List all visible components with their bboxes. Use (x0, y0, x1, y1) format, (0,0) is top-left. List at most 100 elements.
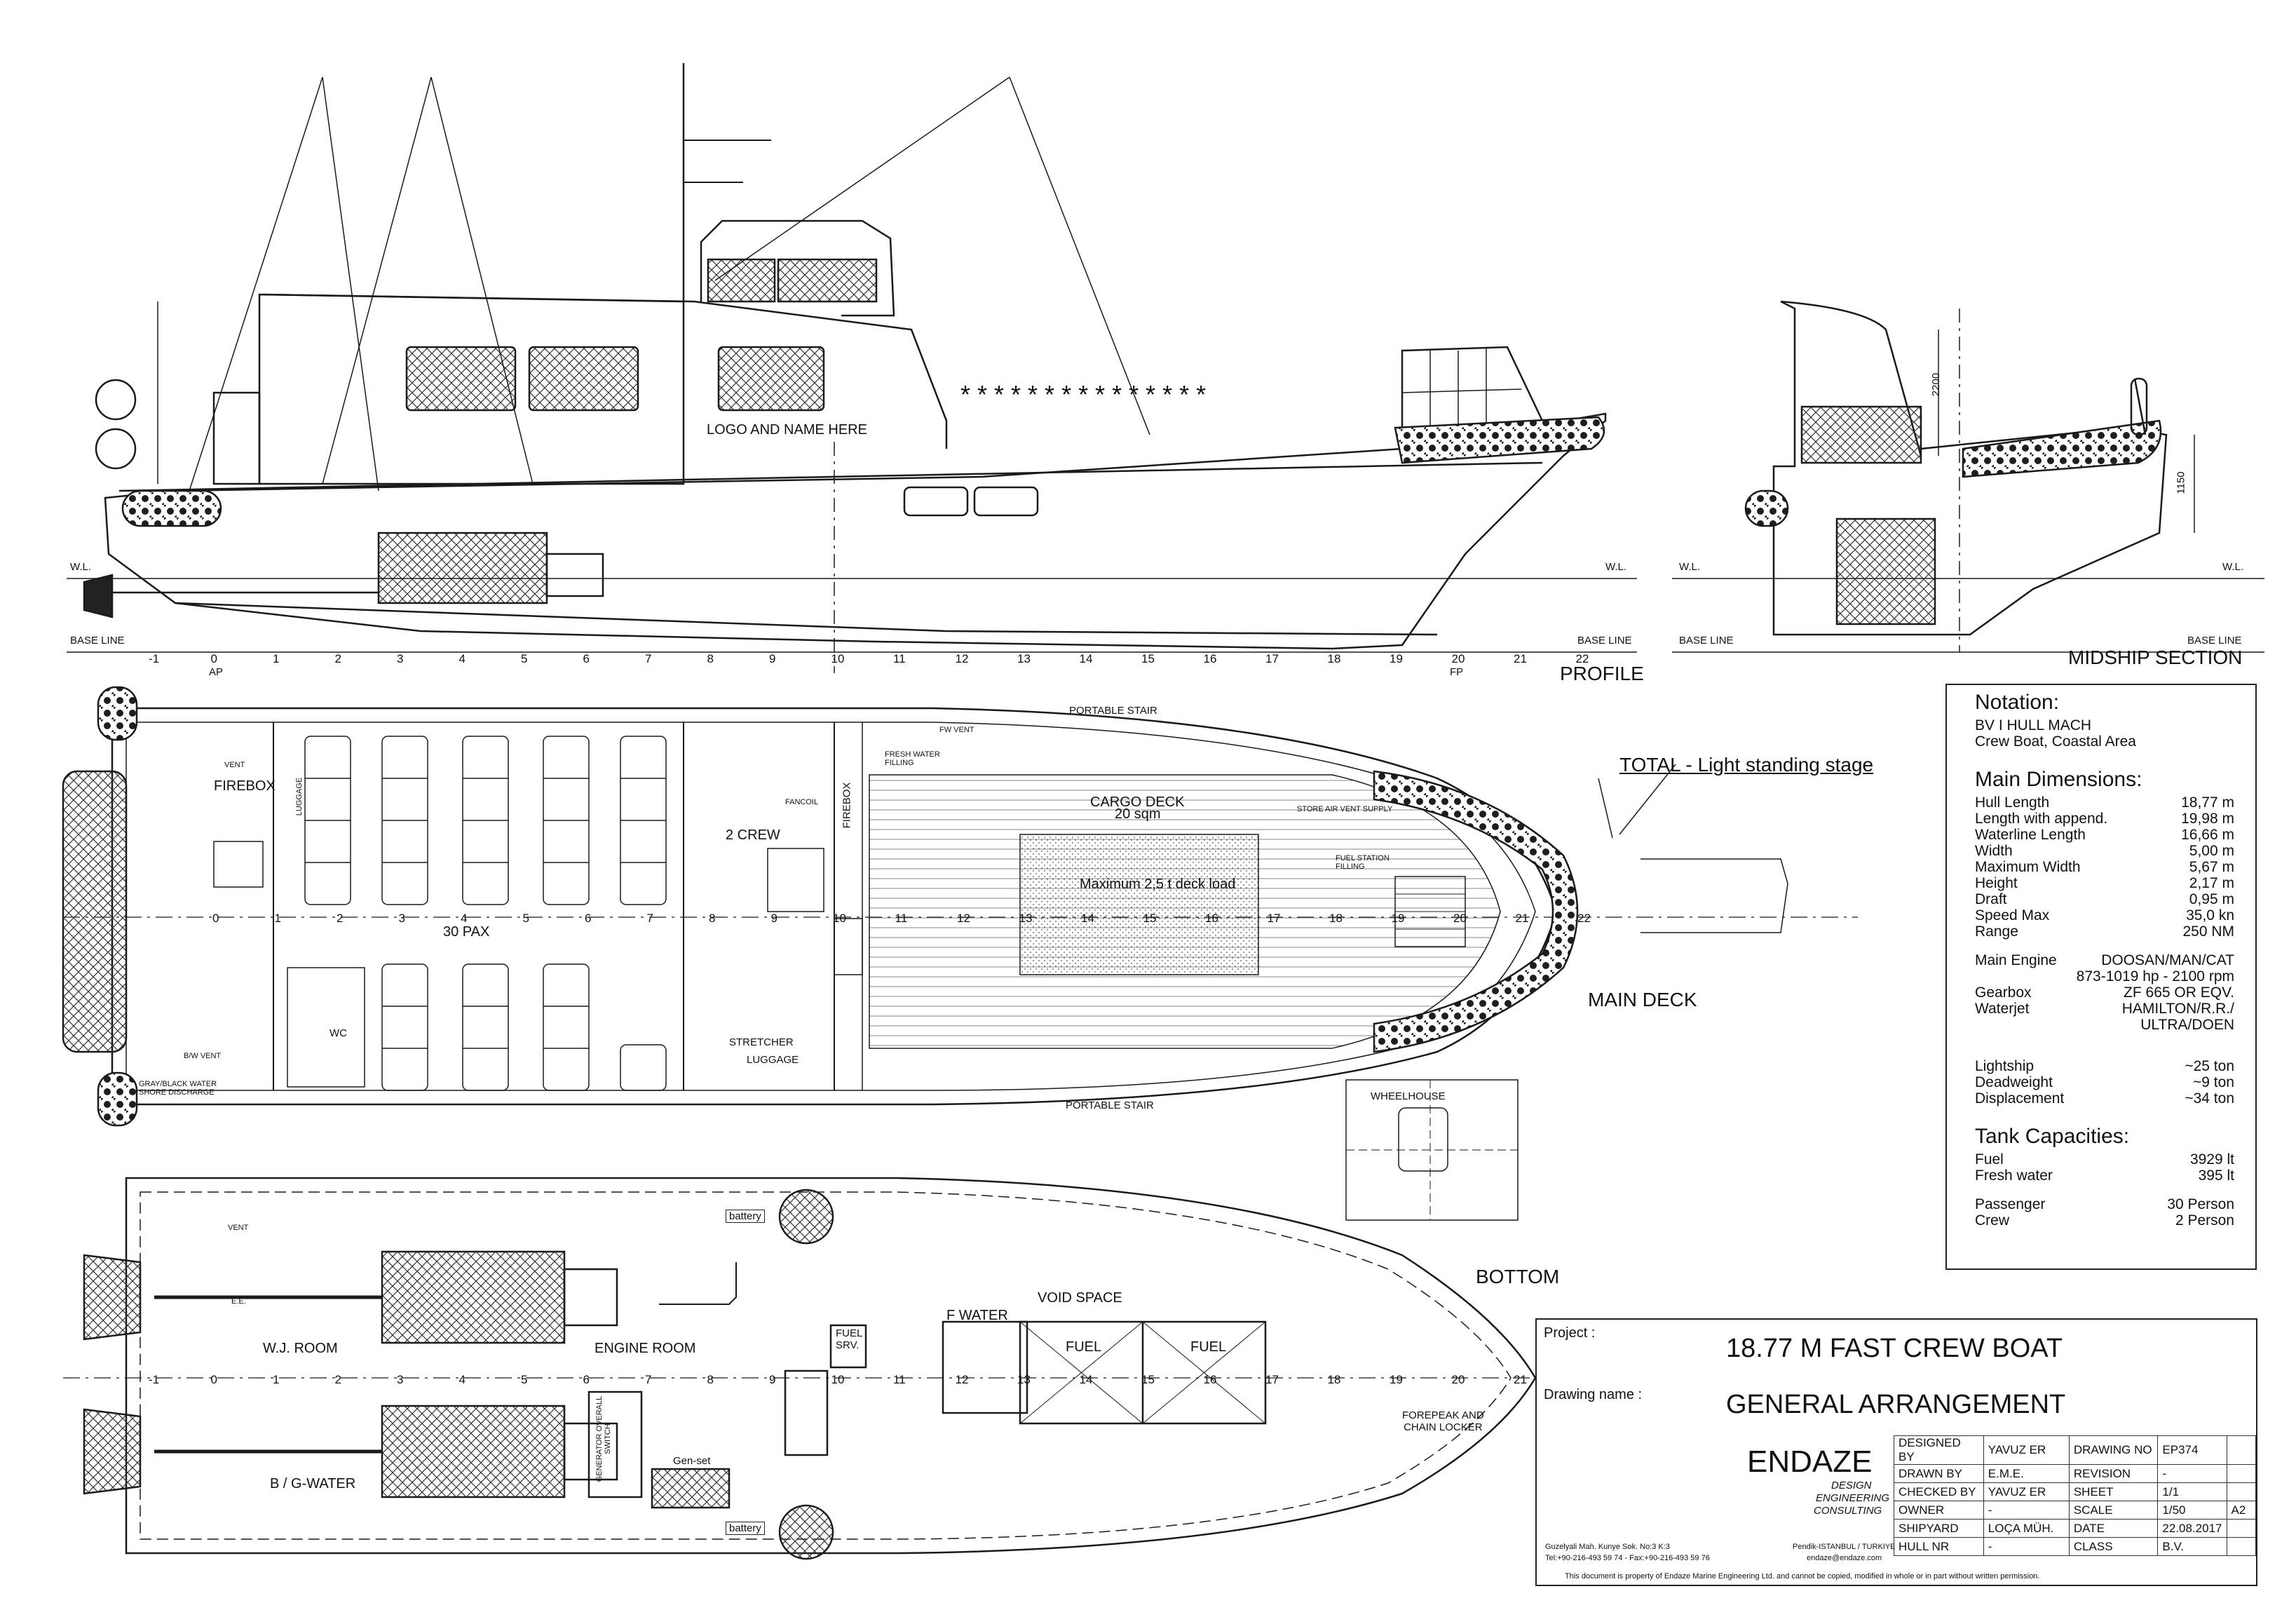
title-block-cell: YAVUZ ER (1983, 1435, 2070, 1465)
vent-label-stern: VENT (224, 761, 245, 769)
title-block-cell: DRAWN BY (1894, 1464, 1984, 1483)
bottom-frame-9: 9 (769, 1373, 776, 1386)
dimension-value: 2,17 m (2189, 875, 2234, 891)
machinery-value: DOOSAN/MAN/CAT (2101, 952, 2234, 968)
bottom-frame-2: 2 (334, 1373, 341, 1386)
midship-dim-1150: 1150 (2175, 471, 2187, 494)
title-block-cell: - (1983, 1537, 2070, 1556)
bottom-frame-8: 8 (707, 1373, 714, 1386)
deck-frame-15: 15 (1143, 912, 1157, 925)
notation-class-line-2: Crew Boat, Coastal Area (1975, 733, 2136, 750)
deck-frame-5: 5 (522, 912, 529, 925)
title-block-cell: 1/50 (2157, 1501, 2227, 1520)
fuel-tank-2-label: FUEL (1190, 1339, 1227, 1355)
profile-frame-12: 12 (955, 652, 969, 665)
logo-placeholder-label: LOGO AND NAME HERE (707, 422, 867, 438)
weight-value: ~34 ton (2185, 1090, 2234, 1107)
drawing-name-label: Drawing name : (1544, 1387, 1643, 1402)
bottom-frame-5: 5 (521, 1373, 528, 1386)
profile-frame-8: 8 (707, 652, 714, 665)
profile-fp-label: FP (1450, 666, 1464, 678)
title-block-cell: LOÇA MÜH. (1983, 1519, 2070, 1538)
deck-frame-10: 10 (833, 912, 846, 925)
main-dimensions-title: Main Dimensions: (1975, 768, 2142, 791)
profile-wl-right: W.L. (1605, 561, 1627, 573)
dimension-value: 35,0 kn (2186, 907, 2234, 923)
profile-frame-17: 17 (1265, 652, 1279, 665)
firebox-vertical-label: FIREBOX (841, 782, 853, 829)
title-block: Project : 18.77 M FAST CREW BOAT Drawing… (1535, 1318, 2257, 1586)
address-right: Pendik-ISTANBUL / TURKIYE (1793, 1543, 1896, 1551)
title-block-cell (2226, 1519, 2257, 1538)
wheelhouse-title: WHEELHOUSE (1371, 1090, 1446, 1102)
machinery-row: ULTRA/DOEN (1947, 1017, 2255, 1033)
tank-key: Fuel (1975, 1151, 2004, 1168)
deck-frame-22: 22 (1577, 912, 1591, 925)
company-sub-consulting: CONSULTING (1814, 1505, 1882, 1517)
machinery-key: Gearbox (1975, 984, 2032, 1001)
bottom-frame-7: 7 (645, 1373, 652, 1386)
deck-frame-1: 1 (274, 912, 281, 925)
weight-row: Deadweight~9 ton (1947, 1074, 2255, 1090)
title-block-cell: DATE (2068, 1519, 2159, 1538)
battery-bottom-label: battery (726, 1522, 765, 1535)
dimension-key: Width (1975, 843, 2013, 859)
store-air-vent-label: STORE AIR VENT SUPPLY (1297, 805, 1393, 813)
cargo-deck-label: CARGO DECK (1090, 794, 1185, 810)
deck-frame-8: 8 (709, 912, 716, 925)
title-block-cell: SHEET (2068, 1482, 2159, 1501)
profile-frame-13: 13 (1017, 652, 1031, 665)
deck-frame-18: 18 (1329, 912, 1343, 925)
grey-black-water-label: GRAY/BLACK WATER SHORE DISCHARGE (139, 1080, 217, 1097)
person-value: 2 Person (2175, 1212, 2234, 1229)
portable-stair-bottom-label: PORTABLE STAIR (1066, 1099, 1154, 1111)
bottom-view (63, 1177, 1537, 1560)
company-sub-design: DESIGN (1831, 1480, 1872, 1491)
dimension-value: 5,00 m (2189, 843, 2234, 859)
dimension-key: Hull Length (1975, 794, 2050, 811)
bottom-frame-14: 14 (1079, 1373, 1093, 1386)
deck-frame-0: 0 (212, 912, 219, 925)
title-block-cell: 22.08.2017 (2157, 1519, 2227, 1538)
title-block-cell: SHIPYARD (1894, 1519, 1984, 1538)
title-block-cell: YAVUZ ER (1983, 1482, 2070, 1501)
stretcher-label: STRETCHER (729, 1036, 794, 1048)
drawing-name: GENERAL ARRANGEMENT (1726, 1390, 2066, 1419)
copyright-note: This document is property of Endaze Mari… (1565, 1572, 2040, 1581)
deck-frame-16: 16 (1205, 912, 1218, 925)
deck-frame-21: 21 (1515, 912, 1529, 925)
bottom-frame-15: 15 (1141, 1373, 1155, 1386)
machinery-value: ULTRA/DOEN (2140, 1017, 2234, 1033)
luggage-label: LUGGAGE (747, 1054, 799, 1066)
machinery-value: 873-1019 hp - 2100 rpm (2076, 968, 2234, 984)
profile-frame-10: 10 (831, 652, 845, 665)
crew-label: 2 CREW (726, 827, 780, 843)
machinery-key (1975, 968, 2077, 984)
dimension-row: Width 5,00 m (1947, 843, 2255, 859)
deck-frame-14: 14 (1081, 912, 1094, 925)
profile-frame-20: 20 (1451, 652, 1465, 665)
svg-text:* * * * * * * * * * * * * * *: * * * * * * * * * * * * * * * (960, 380, 1206, 409)
profile-frame-18: 18 (1327, 652, 1341, 665)
weight-row: Lightship~25 ton (1947, 1058, 2255, 1074)
dimension-key: Waterline Length (1975, 827, 2086, 843)
dimension-key: Height (1975, 875, 2018, 891)
deck-frame-20: 20 (1453, 912, 1467, 925)
profile-ap-label: AP (209, 666, 224, 678)
deck-frame-17: 17 (1267, 912, 1281, 925)
profile-frame-22: 22 (1575, 652, 1589, 665)
machinery-key: Waterjet (1975, 1001, 2030, 1017)
deck-frame-11: 11 (895, 912, 908, 925)
dimension-key: Draft (1975, 891, 2007, 907)
profile-baseline-left: BASE LINE (70, 635, 125, 647)
title-block-cell: - (1983, 1501, 2070, 1520)
main-deck-view (62, 686, 1858, 1127)
